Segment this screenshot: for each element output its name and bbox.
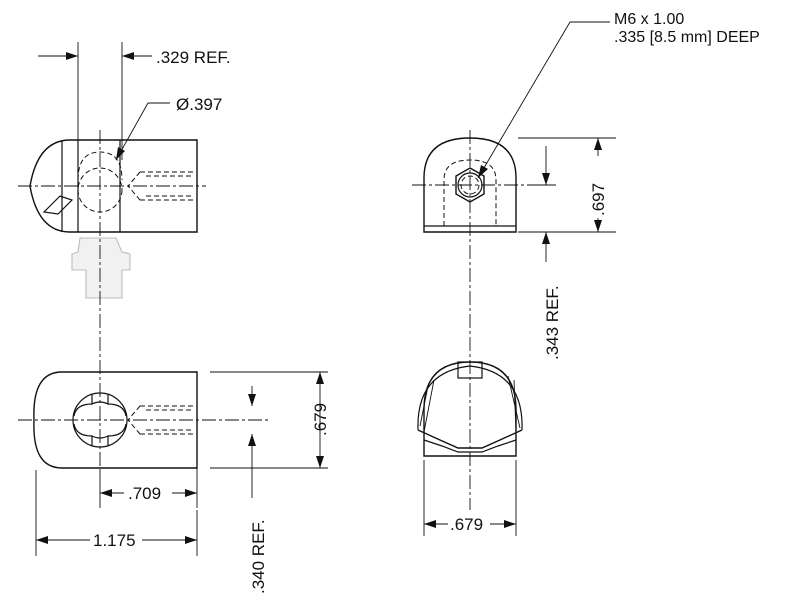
front-view <box>18 130 206 470</box>
dim-340-ref-label: .340 REF. <box>249 519 268 594</box>
dim-679-side-label: .679 <box>311 403 330 436</box>
section-view <box>417 361 523 457</box>
front-view-body <box>29 139 198 233</box>
top-notch <box>457 361 483 379</box>
dim-dia-397-label: Ø.397 <box>176 95 222 114</box>
dim-679-side: .679 <box>210 371 330 469</box>
section-hatch <box>419 375 521 433</box>
dim-343-ref-label: .343 REF. <box>543 285 562 360</box>
dim-709-label: .709 <box>128 484 161 503</box>
top-view-body <box>33 371 198 469</box>
end-view <box>412 130 528 510</box>
dim-1175: 1.175 <box>35 470 198 556</box>
thread-callout-line1: M6 x 1.00 <box>614 11 684 28</box>
dim-679-bottom-label: .679 <box>450 515 483 534</box>
dim-697: .697 <box>518 137 616 233</box>
dim-709: .709 <box>99 468 198 508</box>
top-view <box>18 371 270 469</box>
dim-1175-label: 1.175 <box>93 531 136 550</box>
thread-callout: M6 x 1.00 .335 [8.5 mm] DEEP <box>477 11 760 179</box>
dim-697-label: .697 <box>589 183 608 216</box>
dim-343-ref: .343 REF. <box>528 146 562 360</box>
dim-340-ref: .340 REF. <box>248 386 268 594</box>
dim-329-ref: .329 REF. <box>38 42 231 160</box>
ghost-stud <box>71 237 131 299</box>
dim-dia-397: Ø.397 <box>115 95 222 161</box>
dim-329-label: .329 REF. <box>156 48 231 67</box>
dim-679-bottom: .679 <box>423 460 517 536</box>
thread-callout-line2: .335 [8.5 mm] DEEP <box>614 29 760 46</box>
